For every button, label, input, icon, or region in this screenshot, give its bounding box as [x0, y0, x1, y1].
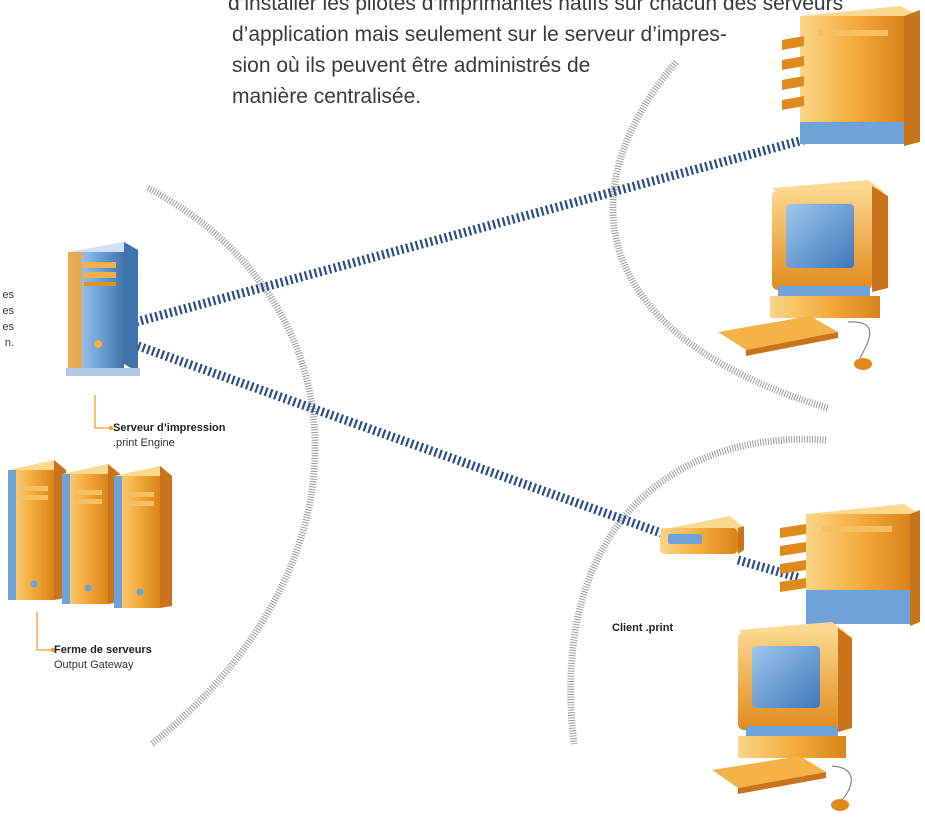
side-text-line-1: es: [2, 289, 14, 301]
arc-bottom-right: [567, 435, 827, 745]
server-farm-callout: Ferme de serveurs Output Gateway: [54, 643, 152, 673]
server-farm-subtitle: Output Gateway: [54, 659, 134, 671]
side-text-line-3: es: [2, 321, 14, 333]
cut-off-side-text: es es es n.: [0, 287, 14, 351]
server-farm-title: Ferme de serveurs: [54, 644, 152, 656]
print-server-callout: Serveur d’impression .print Engine: [113, 421, 226, 451]
link-server-to-client: [136, 341, 666, 539]
intro-paragraph: d’installer les pilotes d’imprimantes na…: [228, 0, 844, 112]
intro-line-2: d’application mais seulement sur le serv…: [232, 23, 727, 46]
link-client-to-printer-bottom: [736, 555, 802, 583]
side-text-line-4: n.: [4, 337, 14, 349]
printer-icon: [780, 504, 920, 626]
intro-line-4: manière centralisée.: [232, 85, 422, 108]
connector-dot-server-farm: [50, 647, 56, 653]
client-print-label: Client .print: [612, 622, 674, 634]
print-client-device-icon: [660, 516, 744, 554]
print-server-subtitle: .print Engine: [113, 437, 175, 449]
connector-server-farm: [36, 612, 52, 651]
desktop-computer-icon: [712, 622, 852, 811]
connector-dot-print-server: [108, 425, 114, 431]
connector-print-server: [94, 395, 110, 429]
desktop-computer-icon: [718, 180, 888, 370]
print-server-title: Serveur d’impression: [113, 422, 226, 434]
arc-left: [146, 184, 319, 747]
printer-icon: [782, 6, 920, 146]
intro-line-3: sion où ils peuvent être administrés de: [232, 54, 591, 77]
tower-server-icon: [66, 242, 140, 376]
link-server-to-printer-top: [134, 125, 842, 327]
intro-line-1: d’installer les pilotes d’imprimantes na…: [228, 0, 844, 15]
server-farm-icon: [8, 460, 172, 608]
side-text-line-2: es: [2, 305, 14, 317]
